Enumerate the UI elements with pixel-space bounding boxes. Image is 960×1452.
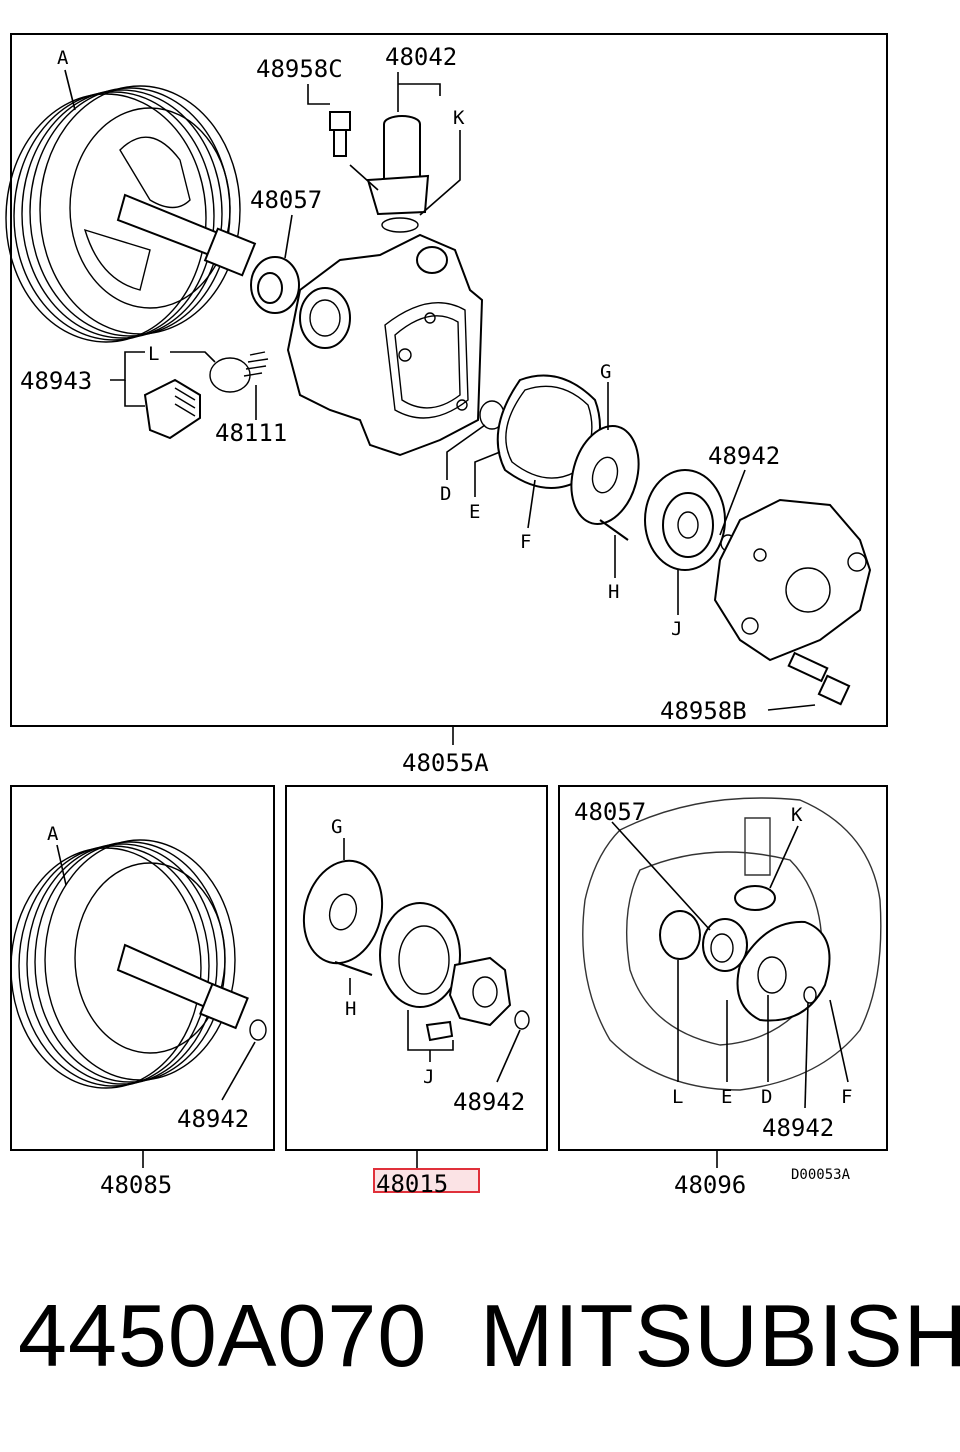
seal-kit-assembly-number: 48096	[674, 1171, 746, 1199]
pulley-kit-label-a: A	[47, 823, 59, 845]
label-48057: 48057	[250, 186, 322, 214]
label-f: F	[520, 531, 531, 553]
label-j: J	[671, 618, 682, 640]
seal-kit-label-k: K	[791, 804, 803, 826]
part-number: 4450A070	[18, 1286, 428, 1385]
pulley-drawing	[5, 85, 257, 343]
label-g: G	[600, 361, 611, 383]
plug-drawing	[143, 378, 201, 440]
main-assembly-number: 48055A	[402, 749, 489, 777]
label-48111: 48111	[215, 419, 287, 447]
footer-caption: 4450A070 MITSUBISHI	[0, 1285, 960, 1395]
pulley-kit-leader-48942	[221, 1041, 256, 1101]
seal-panel-frame	[558, 785, 888, 1151]
seal-kit-label-d: D	[761, 1086, 772, 1108]
cartridge-kit-label-g: G	[331, 816, 342, 838]
label-48958b: 48958B	[660, 697, 747, 725]
pulley-kit-label-48942: 48942	[177, 1105, 249, 1133]
seal-kit-ghost-body	[582, 797, 882, 1091]
cartridge-kit-label-h: H	[345, 998, 356, 1020]
cartridge-kit-leader-48942	[496, 1029, 521, 1083]
spring-and-oring-drawing	[209, 351, 269, 393]
highlighted-part-box[interactable]	[373, 1168, 480, 1193]
main-leader-lines	[64, 69, 816, 745]
pulley-kit-panel: A 48942 48085	[10, 785, 275, 1199]
pulley-kit-drawing	[10, 839, 267, 1089]
seal-kit-label-f: F	[841, 1086, 852, 1108]
cartridge-j-drawing	[644, 469, 736, 571]
brand-name: MITSUBISHI	[480, 1286, 960, 1385]
label-a: A	[57, 47, 69, 69]
cartridge-kit-panel: G H J 48942 48015	[285, 785, 548, 1198]
seal-kit-label-48057: 48057	[574, 798, 646, 826]
oil-seal-drawing	[250, 256, 300, 314]
cartridge-kit-drawing	[302, 859, 530, 1042]
seal-kit-parts	[659, 885, 831, 1022]
label-e: E	[469, 501, 480, 523]
pump-body-drawing	[286, 233, 484, 457]
label-48943: 48943	[20, 367, 92, 395]
pulley-kit-leader-a	[56, 844, 67, 886]
seal-kit-label-l: L	[672, 1086, 683, 1108]
seal-kit-label-48942: 48942	[762, 1114, 834, 1142]
suction-pipe-drawing	[366, 115, 430, 233]
main-exploded-view-panel: A 48958C 48042 K 48057 L 48943 48111 G 4…	[5, 33, 888, 777]
label-l: L	[148, 343, 159, 365]
side-plate-g-drawing	[570, 424, 640, 541]
cartridge-kit-label-j: J	[423, 1066, 434, 1088]
label-48958c: 48958C	[256, 55, 343, 83]
label-d: D	[440, 483, 451, 505]
parts-diagram: A 48958C 48042 K 48057 L 48943 48111 G 4…	[5, 33, 888, 1199]
pulley-kit-assembly-number: 48085	[100, 1171, 172, 1199]
bolt-48958c-drawing	[329, 111, 351, 157]
seal-kit-panel: 48057 K L E D F 48942 48096	[558, 785, 888, 1199]
drawing-code: D00053A	[791, 1167, 851, 1183]
main-panel-frame	[10, 33, 888, 727]
rear-cover-drawing	[713, 498, 872, 662]
cartridge-kit-label-48942: 48942	[453, 1088, 525, 1116]
label-48942: 48942	[708, 442, 780, 470]
seal-kit-label-e: E	[721, 1086, 732, 1108]
label-48042: 48042	[385, 43, 457, 71]
label-h: H	[608, 581, 619, 603]
label-k: K	[453, 107, 465, 129]
seal-kit-leaders	[611, 821, 849, 1168]
bolt-48958b-drawing	[787, 651, 851, 706]
cartridge-kit-assembly-number[interactable]: 48015	[376, 1170, 448, 1198]
